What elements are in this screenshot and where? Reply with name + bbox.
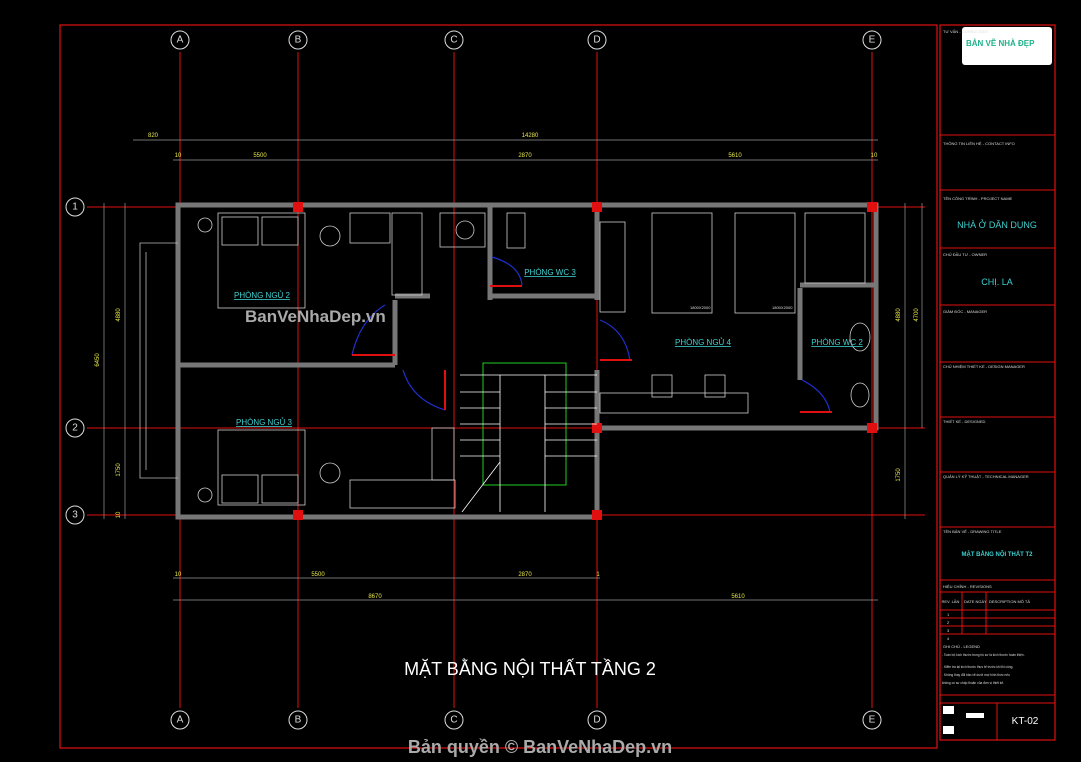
rev-header: DESCRIPTION MÔ TẢ [989,599,1030,604]
axis-label: A [177,35,184,46]
rev-header: REV. LẦN [942,599,960,604]
dimension-text: 6450 [95,353,101,367]
doors [351,256,832,413]
dimension-text: 820 [148,133,159,139]
legend-note: - Kiểm tra lại kích thước thực tế trước … [942,665,1013,669]
axis-label: C [450,35,457,46]
axis-label: 2 [72,423,78,434]
legend-label: GHI CHÚ - LEGEND [943,644,980,649]
manager-label: GIÁM ĐỐC - MANAGER [943,309,987,314]
sheet-number: KT-02 [1012,716,1039,727]
watermark-bottom: Bản quyền © BanVeNhaDep.vn [408,737,672,757]
dimension-text: 1750 [116,463,122,477]
bed-size-label: 1800X2000 [690,305,711,310]
dimension-text: 5500 [253,153,267,159]
logo-text: BẢN VẼ NHÀ ĐẸP [966,39,1035,48]
dimension-text: 10 [871,153,878,159]
dimension-text: 14280 [522,133,539,139]
legend-note: - Không thay đổi bản vẽ dưới mọi hình th… [942,673,1010,677]
walls [139,202,879,520]
dimension-text: 10 [175,572,182,578]
consultant-label: TƯ VẤN - CONSULTANT [943,29,989,34]
dimension-text: 2870 [518,153,532,159]
dimension-text: 5500 [311,572,325,578]
axis-label: E [869,35,876,46]
rev-row: 3 [947,628,950,633]
axis-label: 3 [72,510,78,521]
axis-label: D [593,715,600,726]
dimension-text: 1750 [896,468,902,482]
axis-bubbles: A B C D E A B C D E 1 2 3 [65,30,882,730]
axis-label: E [869,715,876,726]
legend-note: không có sự chấp thuận của đơn vị thiết … [942,681,1004,685]
rev-row: 1 [947,612,950,617]
design-manager-label: CHỦ NHIỆM THIẾT KẾ - DESIGN MANAGER [943,364,1025,369]
dimension-text: 8670 [368,594,382,600]
furniture: 1800X2000 1800X2000 [197,212,871,509]
dimension-text: 4880 [116,308,122,322]
room-label-phong-ngu-3: PHÒNG NGỦ 3 [236,418,293,427]
revision-label: HIỆU CHỈNH - REVISIONS [943,584,992,589]
dimension-text: 5610 [731,594,745,600]
rev-row: 2 [947,620,950,625]
owner-name: CHỊ. LA [981,277,1013,287]
room-label-phong-wc-2: PHÒNG WC 2 [811,338,863,347]
axis-label: A [177,715,184,726]
rev-row: 4 [947,636,950,641]
drawing-title: MẶT BẰNG NỘI THẤT TẦNG 2 [404,658,656,679]
room-label-phong-ngu-4: PHÒNG NGỦ 4 [675,338,732,347]
axis-label: B [295,715,302,726]
drawing-frame [59,24,938,749]
project-name: NHÀ Ở DÂN DỤNG [957,219,1037,230]
staircase [460,362,597,513]
title-block: BẢN VẼ NHÀ ĐẸP TƯ VẤN - CONSULTANT THÔNG… [939,24,1056,741]
axis-label: 1 [72,202,78,213]
axis-label: D [593,35,600,46]
dimensions: 820 14280 10 5500 2870 5610 10 10 5500 2… [95,133,923,601]
drawing-title-label: TÊN BẢN VẼ - DRAWING TITLE [943,529,1002,534]
room-label-phong-wc-3: PHÒNG WC 3 [524,268,576,277]
contact-label: THÔNG TIN LIÊN HỆ - CONTACT INFO [943,141,1015,146]
room-label-phong-ngu-2: PHÒNG NGỦ 2 [234,291,291,300]
dimension-text: 10 [116,511,122,518]
dimension-text: 10 [175,153,182,159]
legend-note: - Toàn bộ kích thước trong hồ sơ là kích… [942,653,1025,657]
owner-label: CHỦ ĐẦU TƯ - OWNER [943,252,987,257]
bed-size-label: 1800X2000 [772,305,793,310]
watermark-center: BanVeNhaDep.vn [245,307,386,326]
project-label: TÊN CÔNG TRÌNH - PROJECT NAME [943,196,1013,201]
dimension-text: 4700 [914,308,920,322]
logo [962,27,1052,65]
dimension-text: 2870 [518,572,532,578]
rev-header: DATE NGÀY [964,599,987,604]
columns [293,202,877,520]
dimension-text: 4880 [896,308,902,322]
axis-label: B [295,35,302,46]
drawing-title-block: MẶT BẰNG NỘI THẤT T2 [962,550,1034,558]
dimension-text: 5610 [728,153,742,159]
tech-manager-label: QUẢN LÝ KỸ THUẬT - TECHNICAL MANAGER [943,474,1029,479]
axis-label: C [450,715,457,726]
designer-label: THIẾT KẾ - DESIGNED [943,419,985,424]
dimension-text: 1 [596,572,600,578]
